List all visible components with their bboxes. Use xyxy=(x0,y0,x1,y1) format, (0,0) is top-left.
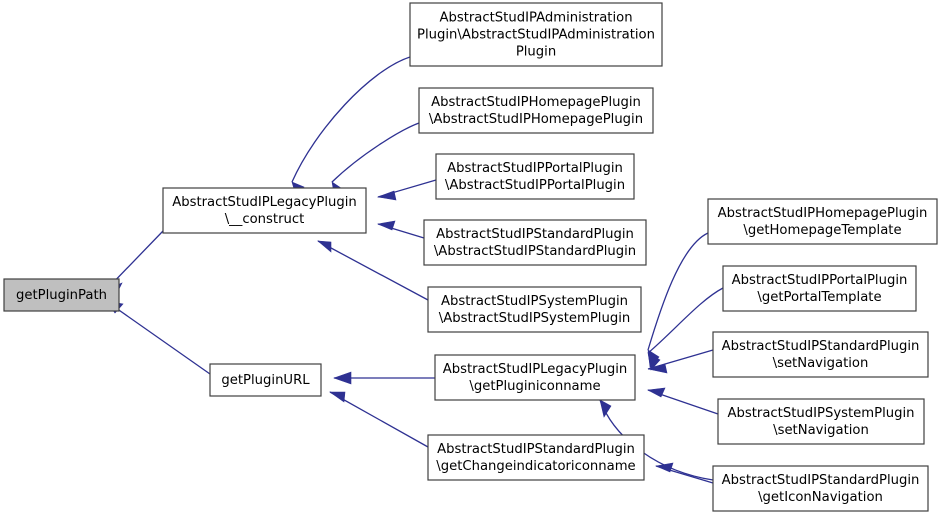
node-label-line: Plugin\AbstractStudIPAdministration xyxy=(417,28,655,43)
node-box[interactable] xyxy=(717,398,925,445)
graph-edge-legacyGetPluginiconname-to-getPluginURL xyxy=(333,371,435,385)
edge-arrowhead-icon xyxy=(647,363,668,374)
node-label-line: \getPluginiconname xyxy=(469,379,600,394)
graph-edge-systemSetNavigation-to-legacyGetPluginiconname xyxy=(647,387,719,415)
node-label-line: AbstractStudIPSystemPlugin xyxy=(441,294,628,309)
graph-edge-adminPlugin-to-legacyConstruct xyxy=(291,56,411,200)
node-label-line: AbstractStudIPHomepagePlugin xyxy=(431,95,641,110)
node-label-line: \getHomepageTemplate xyxy=(743,223,901,238)
node-label-line: AbstractStudIPStandardPlugin xyxy=(436,227,634,242)
edge-arrowhead-icon xyxy=(599,399,612,418)
graph-edge-portalPluginCtor-to-legacyConstruct xyxy=(376,179,437,201)
node-label-line: \getIconNavigation xyxy=(758,490,883,505)
node-label-line: \AbstractStudIPHomepagePlugin xyxy=(429,112,643,127)
edge-arrowhead-icon xyxy=(376,190,397,201)
edge-arrowhead-icon xyxy=(654,462,674,473)
node-label-line: AbstractStudIPLegacyPlugin xyxy=(172,195,357,210)
graph-node-homepageGetHomepageTemplate[interactable]: AbstractStudIPHomepagePlugin \getHomepage… xyxy=(707,198,938,245)
node-label-line: \AbstractStudIPPortalPlugin xyxy=(445,178,625,193)
edge-arrowhead-icon xyxy=(333,371,352,385)
graph-edge-standardGetChangeindicatoriconname-to-getPluginURL xyxy=(329,391,429,448)
node-box[interactable] xyxy=(3,278,120,312)
edge-line xyxy=(647,232,709,351)
graph-edge-getPluginURL-to-getPluginPath xyxy=(105,300,211,375)
edge-line xyxy=(331,122,420,183)
graph-edge-standardSetNavigation-to-legacyGetPluginiconname xyxy=(647,349,714,374)
graph-edge-standardGetIconNavigation-to-standardGetChangeindicatoriconname xyxy=(654,462,714,484)
graph-node-standardGetChangeindicatoriconname[interactable]: AbstractStudIPStandardPlugin \getChangein… xyxy=(427,434,645,481)
graph-node-standardSetNavigation[interactable]: AbstractStudIPStandardPlugin \setNavigati… xyxy=(712,331,929,378)
node-box[interactable] xyxy=(409,2,663,67)
node-box[interactable] xyxy=(427,434,645,481)
edge-line xyxy=(105,300,211,375)
nodes-layer: getPluginPathAbstractStudIPLegacyPlugin\… xyxy=(3,2,938,512)
node-label-line: getPluginPath xyxy=(16,288,107,303)
node-label-line: \getChangeindicatoriconname xyxy=(436,459,635,474)
edge-line xyxy=(291,56,411,183)
graph-node-adminPlugin[interactable]: AbstractStudIPAdministrationPlugin\Abstr… xyxy=(409,2,663,67)
graph-edge-homepageGetHomepageTemplate-to-legacyGetPluginiconname xyxy=(647,232,709,368)
graph-node-getPluginURL[interactable]: getPluginURL xyxy=(209,363,322,397)
node-label-line: AbstractStudIPStandardPlugin xyxy=(722,473,920,488)
edge-arrowhead-icon xyxy=(329,391,346,403)
graph-node-legacyConstruct[interactable]: AbstractStudIPLegacyPlugin \__construct xyxy=(162,187,367,234)
node-box[interactable] xyxy=(722,265,917,312)
node-label-line: \setNavigation xyxy=(773,423,869,438)
node-box[interactable] xyxy=(418,87,654,134)
node-label-line: \__construct xyxy=(225,212,305,227)
edge-line xyxy=(329,391,429,448)
node-box[interactable] xyxy=(427,286,642,333)
node-label-line: AbstractStudIPPortalPlugin xyxy=(447,161,623,176)
node-box[interactable] xyxy=(707,198,938,245)
node-label-line: \AbstractStudIPStandardPlugin xyxy=(434,244,636,259)
node-label-line: AbstractStudIPAdministration xyxy=(439,11,632,26)
node-label-line: AbstractStudIPStandardPlugin xyxy=(437,442,635,457)
edge-line xyxy=(647,287,724,354)
graph-edge-portalGetPortalTemplate-to-legacyGetPluginiconname xyxy=(647,287,724,371)
graph-node-homepagePluginCtor[interactable]: AbstractStudIPHomepagePlugin \AbstractStu… xyxy=(418,87,654,134)
edge-arrowhead-icon xyxy=(317,240,332,253)
graph-node-systemPluginCtor[interactable]: AbstractStudIPSystemPlugin \AbstractStudI… xyxy=(427,286,642,333)
edges-layer xyxy=(105,56,724,484)
edge-arrowhead-icon xyxy=(647,352,661,371)
node-label-line: getPluginURL xyxy=(221,373,310,388)
node-label-line: AbstractStudIPHomepagePlugin xyxy=(718,206,928,221)
node-box[interactable] xyxy=(712,465,929,512)
graph-node-legacyGetPluginiconname[interactable]: AbstractStudIPLegacyPlugin \getPluginicon… xyxy=(434,354,636,401)
graph-node-standardGetIconNavigation[interactable]: AbstractStudIPStandardPlugin \getIconNavi… xyxy=(712,465,929,512)
node-box[interactable] xyxy=(712,331,929,378)
node-label-line: AbstractStudIPStandardPlugin xyxy=(722,339,920,354)
graph-node-standardPluginCtor[interactable]: AbstractStudIPStandardPlugin \AbstractStu… xyxy=(423,219,647,266)
graph-node-portalGetPortalTemplate[interactable]: AbstractStudIPPortalPlugin \getPortalTemp… xyxy=(722,265,917,312)
node-label-line: AbstractStudIPLegacyPlugin xyxy=(443,362,628,377)
node-box[interactable] xyxy=(434,354,636,401)
node-label-line: AbstractStudIPPortalPlugin xyxy=(732,273,908,288)
node-label-line: AbstractStudIPSystemPlugin xyxy=(727,406,914,421)
node-label-line: \setNavigation xyxy=(773,356,869,371)
graph-node-systemSetNavigation[interactable]: AbstractStudIPSystemPlugin \setNavigation xyxy=(717,398,925,445)
edge-arrowhead-icon xyxy=(647,387,666,398)
node-label-line: \AbstractStudIPSystemPlugin xyxy=(439,311,630,326)
edge-arrowhead-icon xyxy=(376,220,396,231)
node-box[interactable] xyxy=(209,363,322,397)
graph-node-getPluginPath[interactable]: getPluginPath xyxy=(3,278,120,312)
node-label-line: \getPortalTemplate xyxy=(757,290,881,305)
node-box[interactable] xyxy=(162,187,367,234)
node-box[interactable] xyxy=(423,219,647,266)
graph-edge-systemPluginCtor-to-legacyConstruct xyxy=(317,240,429,301)
node-label-line: Plugin xyxy=(516,45,556,60)
graph-node-portalPluginCtor[interactable]: AbstractStudIPPortalPlugin \AbstractStudI… xyxy=(435,153,635,200)
edge-line xyxy=(317,240,429,301)
node-box[interactable] xyxy=(435,153,635,200)
graph-edge-standardPluginCtor-to-legacyConstruct xyxy=(376,220,425,239)
